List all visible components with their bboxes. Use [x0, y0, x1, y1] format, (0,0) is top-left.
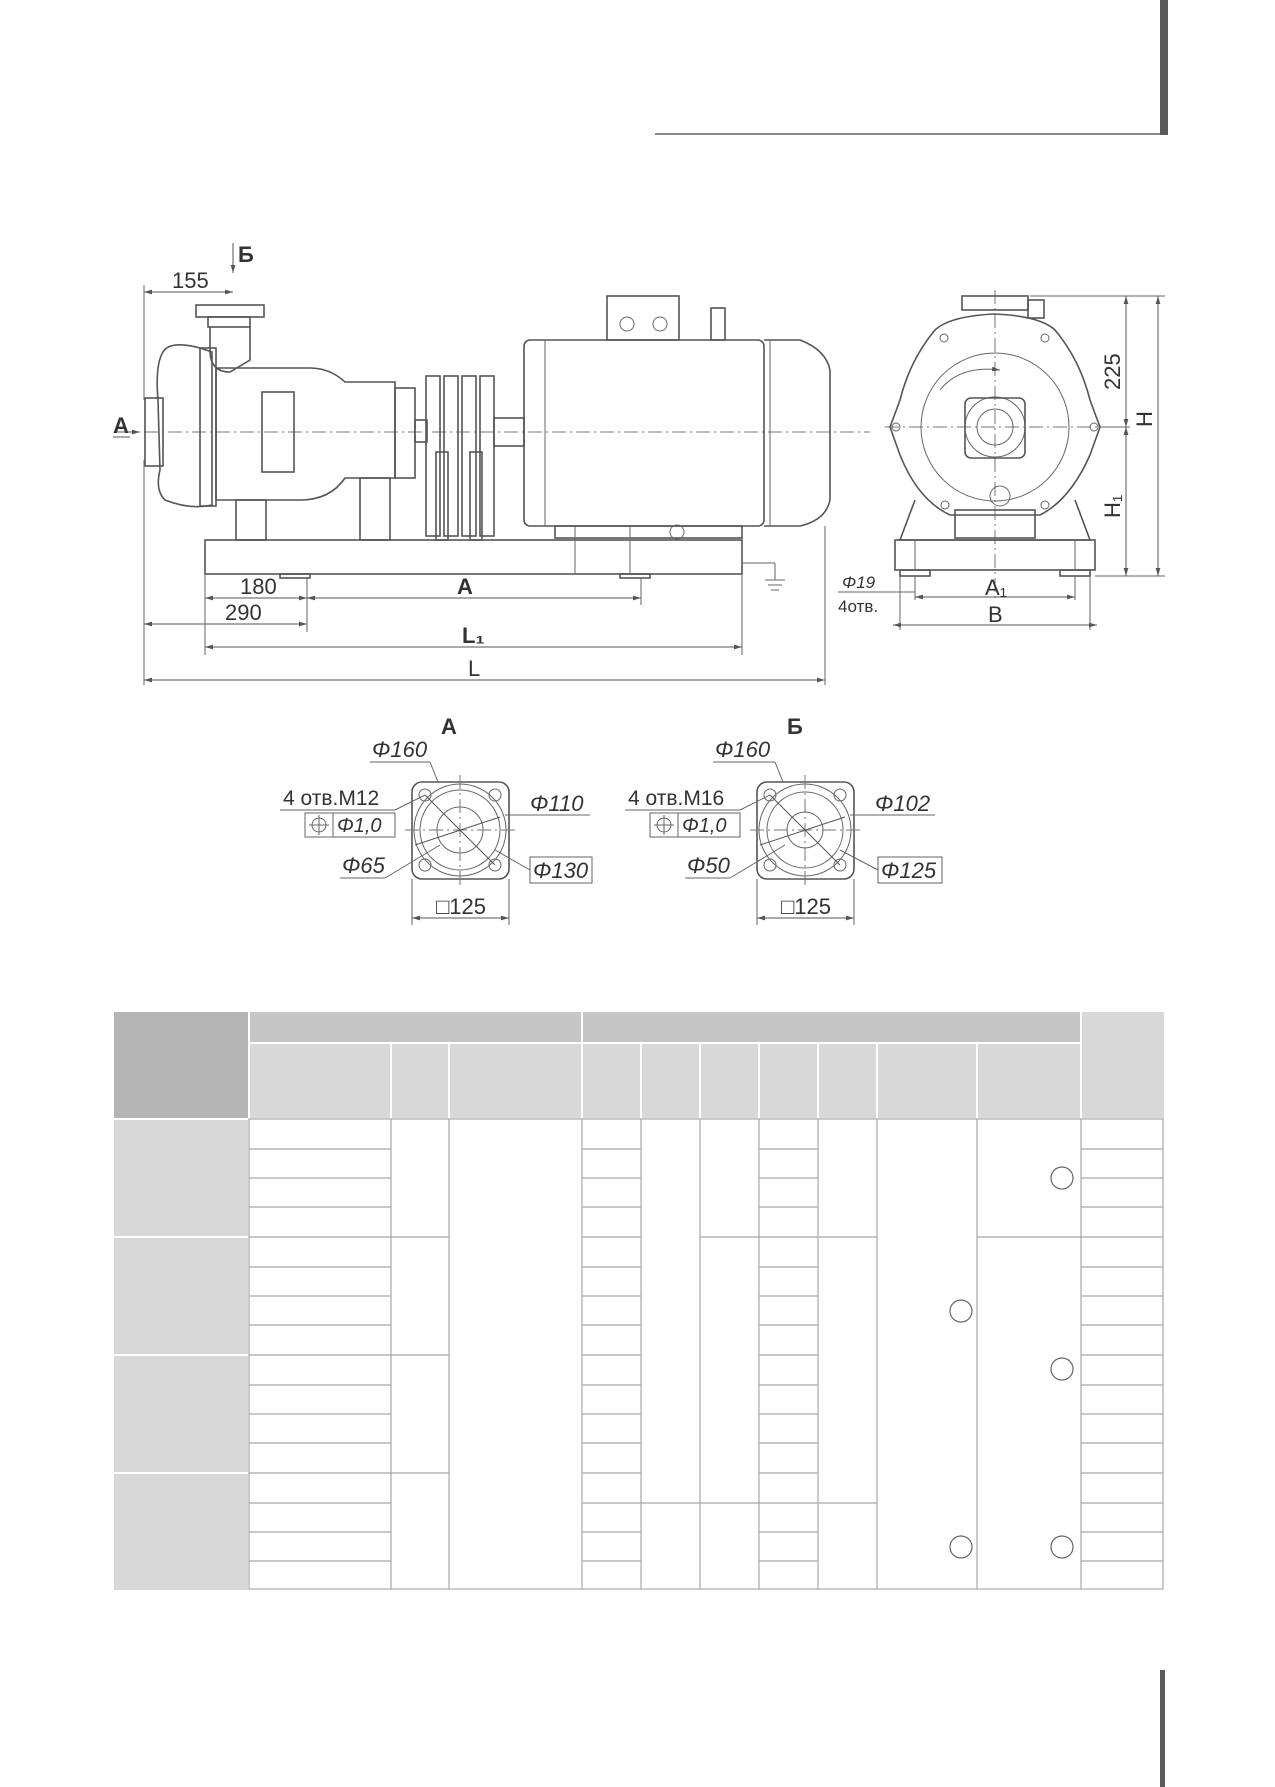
dim-H1: H₁	[1100, 495, 1125, 518]
flange-b-d102: Φ102	[875, 791, 930, 816]
flange-b-tolerance: Φ1,0	[682, 815, 727, 837]
table-subheaders	[250, 1044, 1080, 1118]
dim-L1: L₁	[462, 623, 485, 648]
flange-b-d50: Φ50	[687, 853, 731, 878]
flange-a-holes: 4 отв.M12	[283, 787, 379, 810]
table-corner-header	[114, 1012, 248, 1118]
table-body-grid	[248, 1118, 1164, 1590]
dim-290: 290	[225, 600, 262, 625]
side-view: А Б 155	[113, 242, 870, 685]
dim-155: 155	[172, 268, 209, 293]
pump-drawing: А Б 155	[113, 242, 1165, 925]
table-group-header-1	[250, 1012, 581, 1042]
dim-H: H	[1132, 411, 1157, 427]
flange-a-square: □125	[436, 894, 486, 919]
flange-a-tolerance: Φ1,0	[337, 815, 382, 837]
flange-a-d130: Φ130	[533, 858, 589, 883]
flange-a-d160: Φ160	[372, 737, 428, 762]
view-b-label: Б	[238, 242, 254, 267]
page-edge-bar-top	[1160, 0, 1168, 135]
hole-count: 4отв.	[838, 597, 878, 616]
end-view: 225 H H₁ A₁ B Φ19 4отв.	[838, 290, 1165, 630]
dim-A1: A₁	[985, 575, 1007, 600]
table-group-header-2	[583, 1012, 1080, 1042]
dim-A: A	[457, 574, 473, 599]
table-last-column-header	[1082, 1012, 1164, 1118]
page-edge-bar-bottom	[1160, 1670, 1165, 1787]
table-circle-markers	[949, 1166, 1074, 1559]
flange-b-d160: Φ160	[715, 737, 771, 762]
flange-b-holes: 4 отв.M16	[628, 787, 724, 810]
spec-table	[114, 1012, 1164, 1590]
flange-b-d125: Φ125	[881, 858, 937, 883]
dim-B: B	[988, 602, 1003, 627]
flange-a-d65: Φ65	[342, 853, 386, 878]
flange-b-detail: Б □125 Φ160 4 отв.M16 Φ1,0 Φ102 Φ50	[625, 714, 943, 925]
dim-180: 180	[240, 574, 277, 599]
header-rule	[655, 133, 1160, 135]
dim-L: L	[468, 656, 480, 681]
flange-a-detail: А □125 Φ160 4 отв.M12 Φ1,0 Φ110 Φ65	[280, 714, 593, 925]
flange-a-title: А	[441, 714, 457, 739]
flange-b-square: □125	[781, 894, 831, 919]
hole-diameter: Φ19	[842, 573, 876, 592]
dim-225: 225	[1100, 353, 1125, 390]
table-row-groups	[114, 1120, 248, 1590]
flange-b-title: Б	[787, 714, 803, 739]
flange-a-d110: Φ110	[530, 791, 584, 816]
view-a-label: А	[113, 413, 129, 438]
